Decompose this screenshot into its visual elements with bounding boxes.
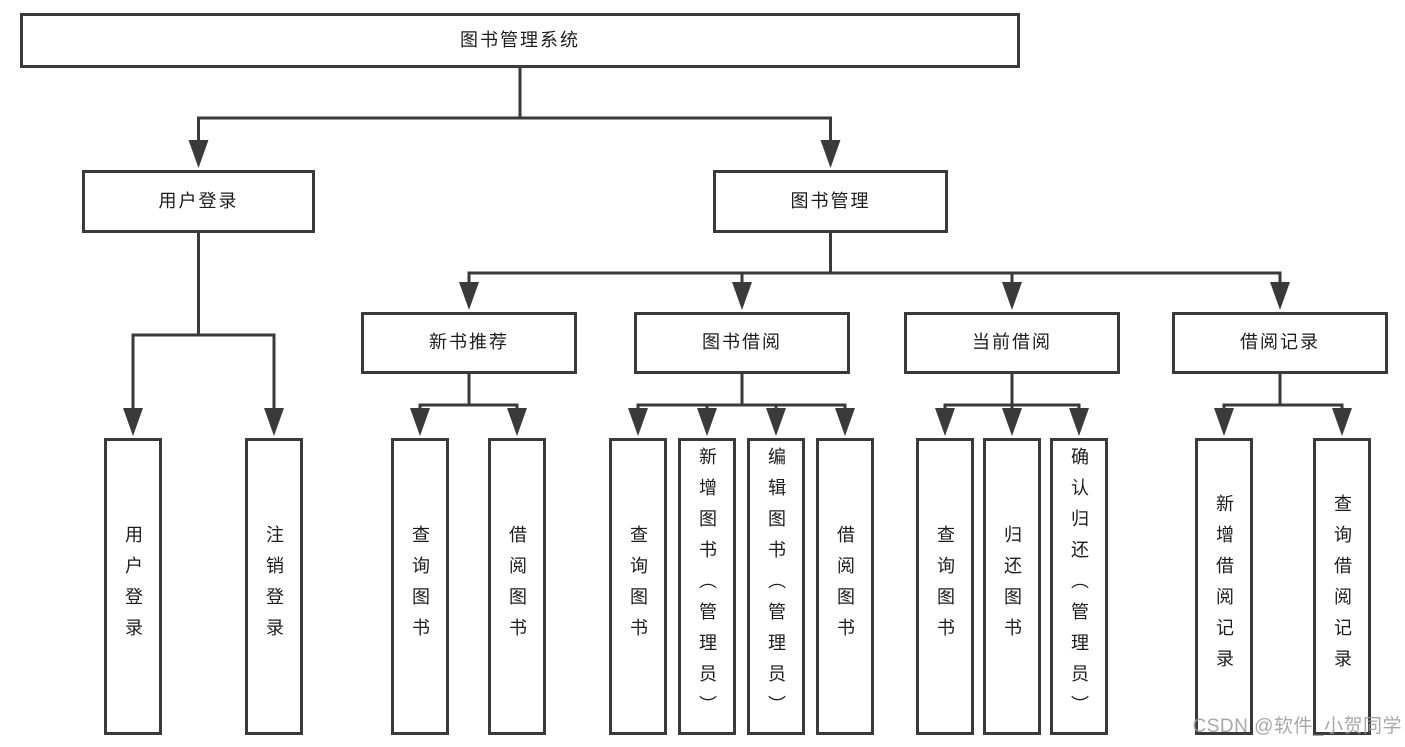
node-book-management: 图书管理 (713, 170, 948, 233)
leaf-add-book-admin: 新增图书（管理员） (678, 438, 736, 735)
leaf-query-books-borrow: 查询图书 (609, 438, 667, 735)
node-new-book-recommend: 新书推荐 (361, 312, 577, 374)
leaf-edit-book-admin: 编辑图书（管理员） (747, 438, 805, 735)
node-root: 图书管理系统 (20, 13, 1020, 68)
leaf-confirm-return-admin: 确认归还（管理员） (1050, 438, 1108, 735)
leaf-user-login: 用户登录 (104, 438, 162, 735)
leaf-query-borrow-record: 查询借阅记录 (1313, 438, 1371, 735)
leaf-query-books-current: 查询图书 (916, 438, 974, 735)
leaf-logout: 注销登录 (245, 438, 303, 735)
leaf-return-books: 归还图书 (983, 438, 1041, 735)
watermark: CSDN @软件_小贺同学 (1192, 716, 1402, 737)
leaf-add-borrow-record: 新增借阅记录 (1195, 438, 1253, 735)
leaf-query-books-recommend: 查询图书 (391, 438, 449, 735)
node-book-borrow: 图书借阅 (634, 312, 850, 374)
node-borrow-records: 借阅记录 (1172, 312, 1388, 374)
node-user-login: 用户登录 (82, 170, 315, 233)
leaf-borrow-books-recommend: 借阅图书 (488, 438, 546, 735)
node-current-borrow: 当前借阅 (904, 312, 1120, 374)
leaf-borrow-books: 借阅图书 (816, 438, 874, 735)
